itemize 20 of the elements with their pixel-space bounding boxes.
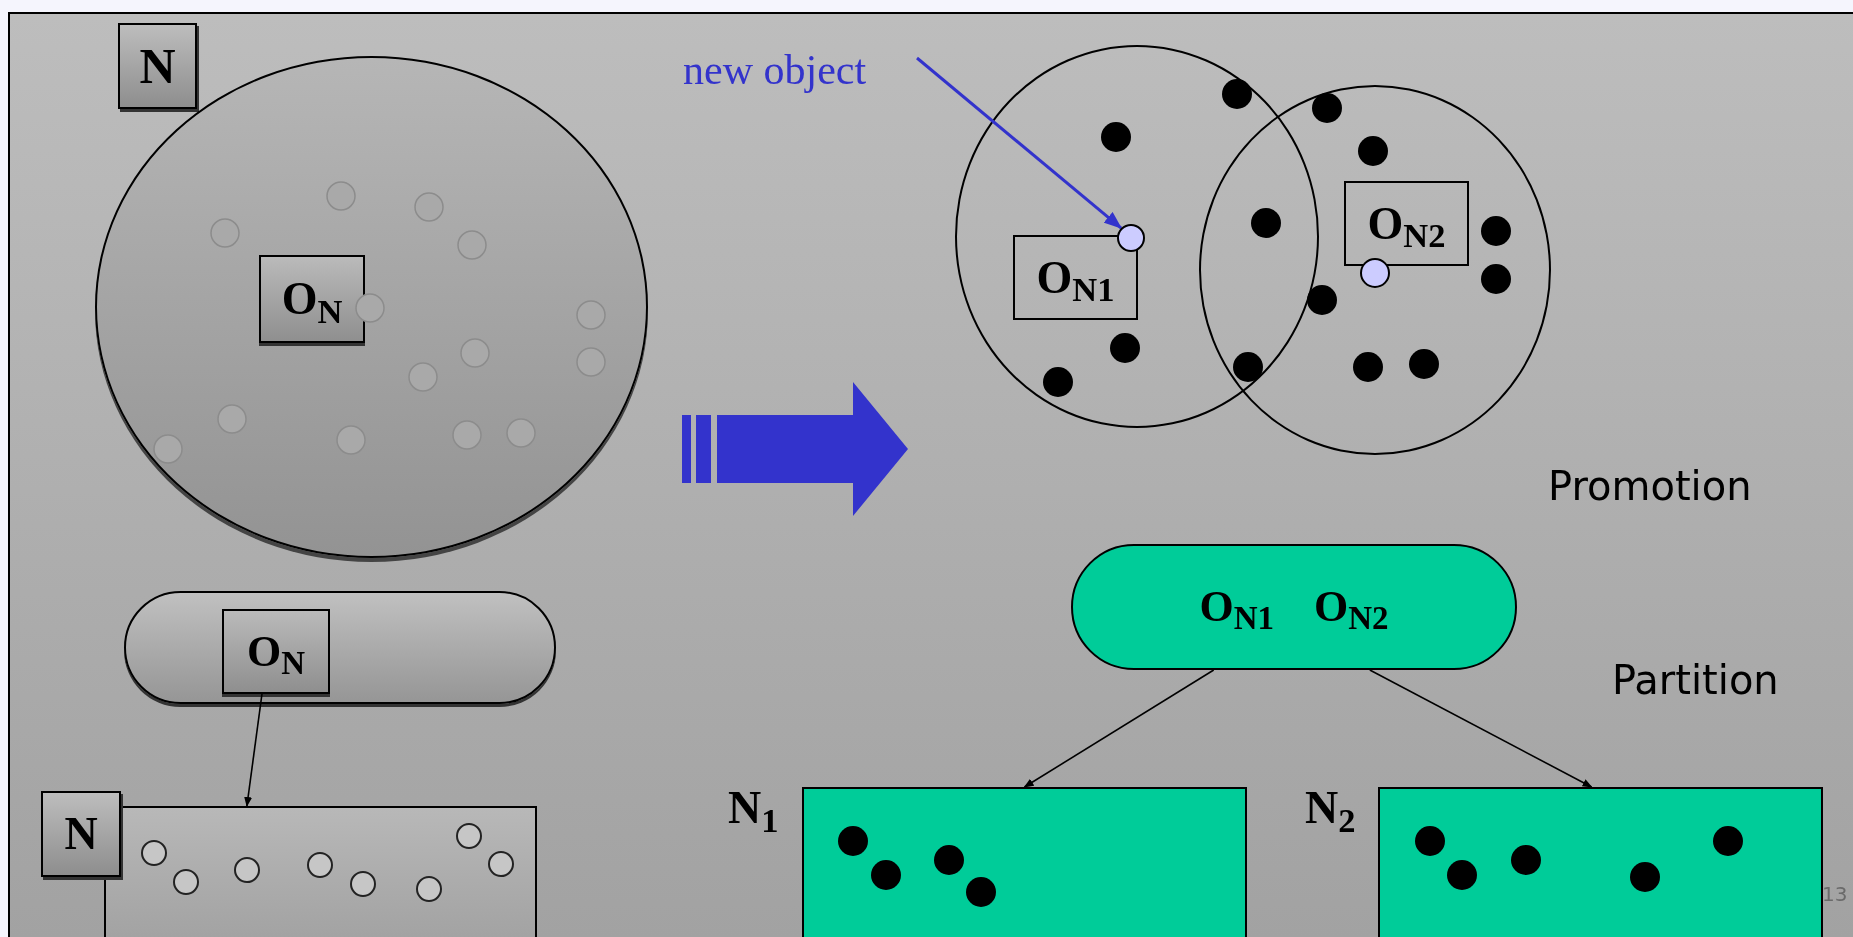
node-caption: N$_{2}$ [1305,785,1356,831]
node-caption: N$_{1}$ [728,785,779,831]
node-label-box: N [118,23,197,109]
page-number: 13 [1822,884,1848,904]
node-label-box: N [41,791,121,877]
arrow [1369,669,1593,788]
section-label: Partition [1612,660,1779,700]
node-panel [104,806,537,937]
arrow [916,56,1123,230]
section-label: Promotion [1548,466,1752,506]
node-panel [1378,787,1823,937]
arrow [1023,669,1215,788]
object-box: O$_{N2}$ [1344,181,1469,266]
object-box: O$_{N1}$ [1013,235,1138,320]
node-text: O$_{N1}$ [1199,585,1274,629]
object-box: O$_{N}$ [259,255,365,343]
object-box: O$_{N}$ [222,609,330,694]
node-text: O$_{N2}$ [1314,585,1389,629]
node-panel [802,787,1247,937]
callout-text: new object [683,40,908,100]
